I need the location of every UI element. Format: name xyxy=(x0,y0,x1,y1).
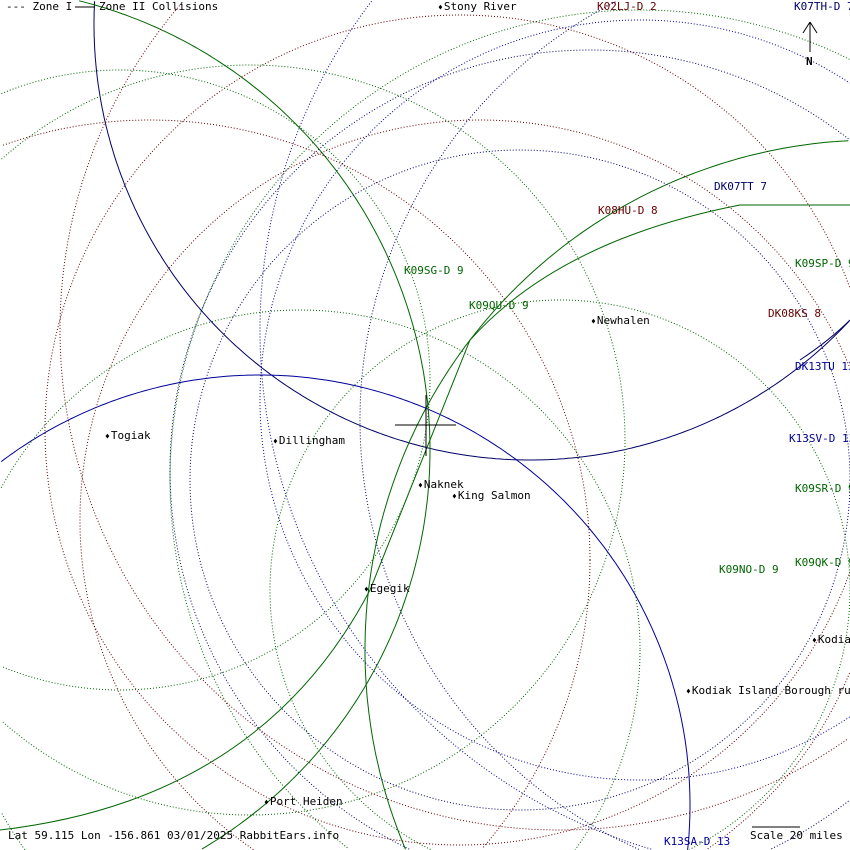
station-label[interactable]: K07TH-D 7 xyxy=(794,0,850,13)
station-label[interactable]: K09SG-D 9 xyxy=(404,264,464,277)
north-label: N xyxy=(806,55,813,68)
contour xyxy=(259,19,850,781)
station-label[interactable]: K09SR-D 9 xyxy=(795,482,850,495)
city-port-heiden: Port Heiden xyxy=(264,796,343,809)
station-label[interactable]: K13SA-D 13 xyxy=(664,835,731,848)
contour xyxy=(1,69,431,691)
station-label[interactable]: DK08KS 8 xyxy=(768,307,821,320)
contour xyxy=(169,49,849,850)
city-newhalen: Newhalen xyxy=(591,315,650,328)
k13tu-solid-contour xyxy=(93,1,850,461)
contour xyxy=(269,299,850,850)
k13sa-solid-contour xyxy=(0,374,691,850)
city-togiak: Togiak xyxy=(105,430,151,443)
station-label[interactable]: K13SV-D 13 xyxy=(789,432,850,445)
city-naknek: Naknek xyxy=(418,479,464,492)
contour xyxy=(79,119,850,850)
legend-zone1: --- Zone I xyxy=(6,0,73,13)
north-arrow-icon xyxy=(802,21,818,52)
scale-label: Scale 20 miles xyxy=(750,829,843,842)
contour xyxy=(189,149,850,811)
station-label[interactable]: DK13TU 13 xyxy=(795,360,850,373)
status-readout: Lat 59.115 Lon -156.861 03/01/2025 Rabbi… xyxy=(8,829,340,842)
station-label[interactable]: DK07TT 7 xyxy=(714,180,767,193)
k09no-solid-contour xyxy=(364,140,849,850)
contour xyxy=(259,0,652,850)
city-stony-river: Stony River xyxy=(438,1,517,14)
k09sg-solid-contour xyxy=(78,0,431,850)
city-kodiak: Kodiak xyxy=(812,634,850,647)
station-label[interactable]: K09QK-D 9 xyxy=(795,556,850,569)
city-dillingham: Dillingham xyxy=(273,435,345,448)
station-label[interactable]: K08HU-D 8 xyxy=(598,204,658,217)
contour xyxy=(169,9,850,849)
station-label[interactable]: K09QU-D 9 xyxy=(469,299,529,312)
city-king-salmon: King Salmon xyxy=(452,490,531,503)
station-label[interactable]: K09NO-D 9 xyxy=(719,563,779,576)
legend-zone2: Zone II Collisions xyxy=(99,0,219,13)
city-egegik: Egegik xyxy=(364,583,410,596)
k09qu-solid-contour xyxy=(0,204,850,831)
station-label[interactable]: K02LJ-D 2 xyxy=(597,0,657,13)
city-kodiak-island: Kodiak Island Borough rura xyxy=(686,685,850,698)
k13tu-ne-contour xyxy=(799,319,850,361)
contour xyxy=(44,14,850,846)
contour xyxy=(1,64,626,816)
station-label[interactable]: K09SP-D 9 xyxy=(795,257,850,270)
contour xyxy=(2,119,591,850)
